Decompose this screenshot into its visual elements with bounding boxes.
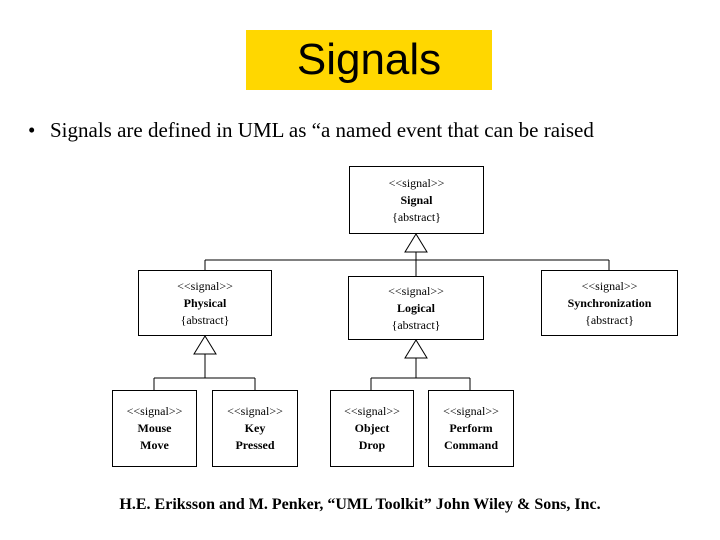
synchronization-name: Synchronization <box>567 295 652 310</box>
logical-stereotype: <<signal>> <box>388 283 444 298</box>
physical-constraint: {abstract} <box>180 312 230 327</box>
mouse-move-name-line1: Mouse <box>137 421 172 435</box>
signal-generalization-arrow <box>404 233 428 253</box>
key-pressed-stereotype: <<signal>> <box>227 404 283 418</box>
perform-command-name-line1: Perform <box>449 421 493 435</box>
class-mouse-move: <<signal>> Mouse Move <box>112 390 197 467</box>
perform-command-name-line2: Command <box>443 438 498 452</box>
mouse-move-name-line2: Move <box>140 438 169 452</box>
class-object-drop: <<signal>> Object Drop <box>330 390 414 467</box>
slide-title: Signals <box>296 35 442 84</box>
class-logical: <<signal>> Logical {abstract} <box>348 276 484 340</box>
signal-stereotype: <<signal>> <box>388 175 445 190</box>
physical-stereotype: <<signal>> <box>177 278 233 293</box>
citation-footer: H.E. Eriksson and M. Penker, “UML Toolki… <box>119 496 601 513</box>
logical-name: Logical <box>397 300 435 315</box>
class-synchronization: <<signal>> Synchronization {abstract} <box>541 270 678 336</box>
object-drop-name-line1: Object <box>354 421 390 435</box>
mouse-move-stereotype: <<signal>> <box>126 404 183 418</box>
slide-title-box: Signals <box>246 30 492 90</box>
synchronization-constraint: {abstract} <box>585 312 634 327</box>
class-physical: <<signal>> Physical {abstract} <box>138 270 272 336</box>
physical-name: Physical <box>183 295 227 310</box>
synchronization-stereotype: <<signal>> <box>581 278 638 293</box>
key-pressed-name-line1: Key <box>244 421 266 435</box>
physical-generalization-arrow <box>193 335 217 355</box>
signal-name: Signal <box>400 192 433 207</box>
logical-constraint: {abstract} <box>391 317 441 332</box>
class-signal: <<signal>> Signal {abstract} <box>349 166 484 234</box>
key-pressed-name-line2: Pressed <box>235 438 275 452</box>
class-key-pressed: <<signal>> Key Pressed <box>212 390 298 467</box>
perform-command-stereotype: <<signal>> <box>443 404 499 418</box>
signal-constraint: {abstract} <box>392 209 441 224</box>
class-perform-command: <<signal>> Perform Command <box>428 390 514 467</box>
bullet-text: Signals are defined in UML as “a named e… <box>50 118 594 142</box>
object-drop-name-line2: Drop <box>358 438 386 452</box>
logical-generalization-arrow <box>404 339 428 359</box>
bullet-point: • Signals are defined in UML as “a named … <box>28 118 594 143</box>
bullet-marker: • <box>28 118 36 142</box>
object-drop-stereotype: <<signal>> <box>344 404 400 418</box>
